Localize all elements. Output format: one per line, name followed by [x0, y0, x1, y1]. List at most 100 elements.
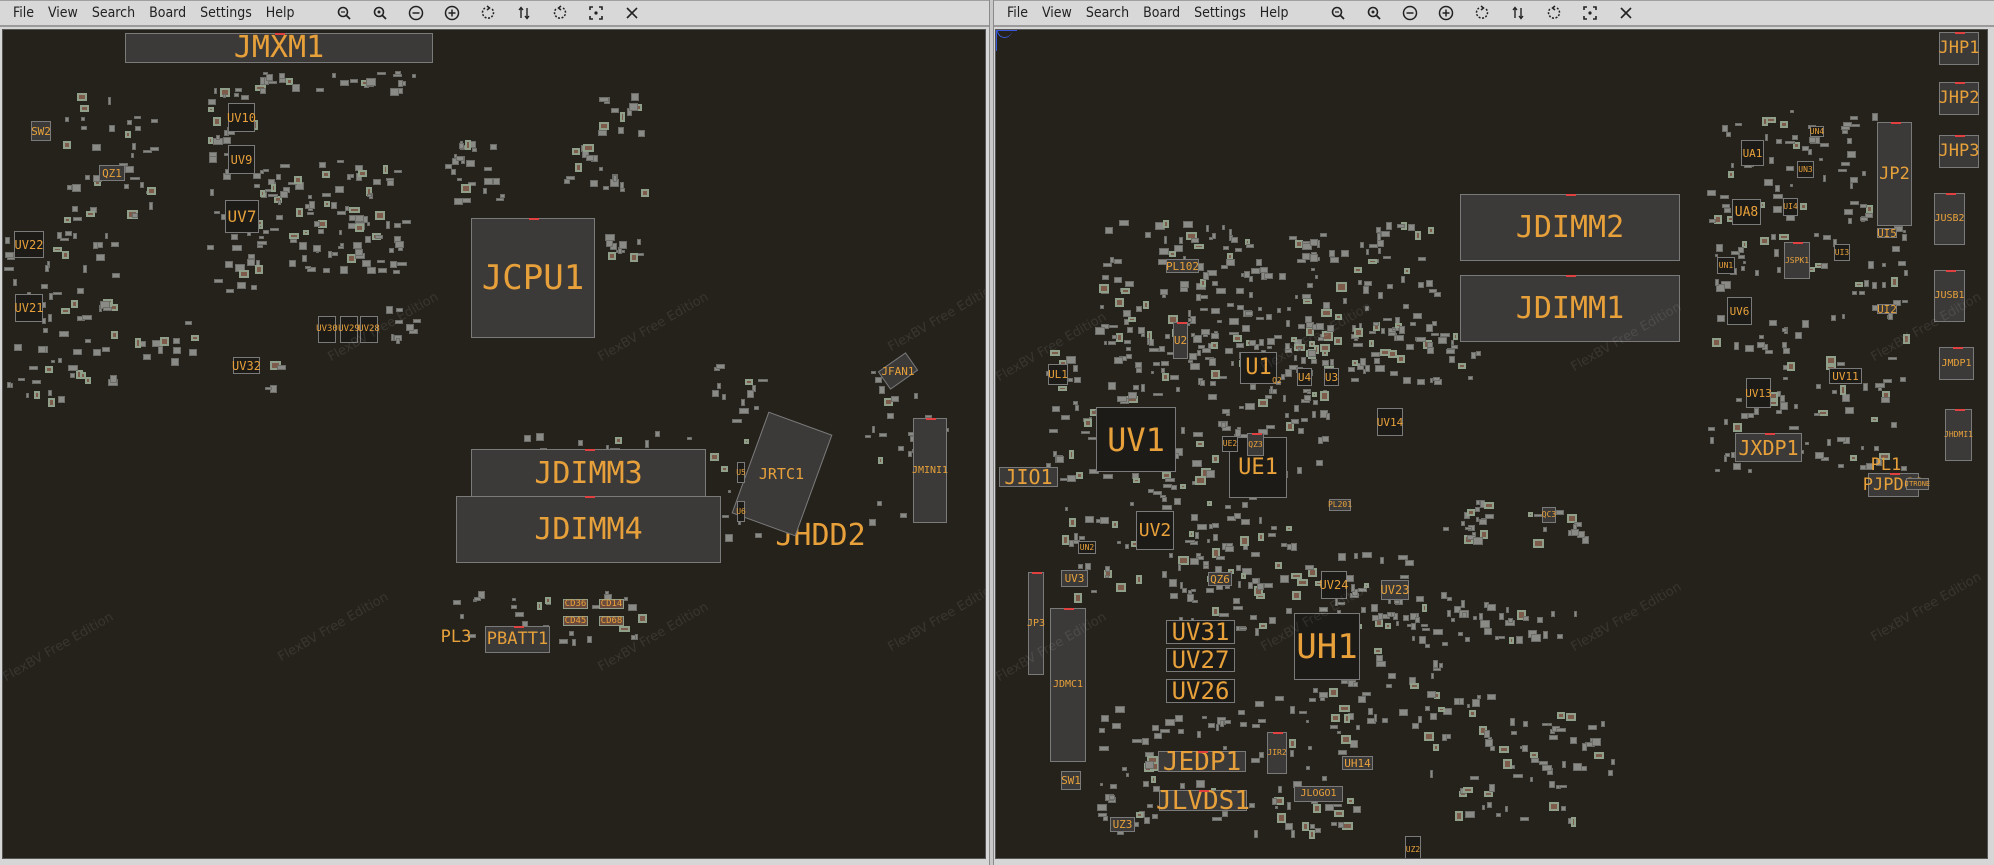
component-u4[interactable]: U4: [1297, 368, 1312, 386]
component-ue2[interactable]: UE2: [1222, 436, 1238, 452]
component-uv26[interactable]: UV26: [1166, 679, 1235, 703]
component-u2[interactable]: U2: [1173, 322, 1188, 359]
component-uv6[interactable]: UV6: [1727, 297, 1752, 325]
panel-splitter[interactable]: [989, 0, 994, 865]
component-jfan1[interactable]: JFAN1: [877, 352, 919, 390]
zoom-out-magnifier-button[interactable]: [326, 1, 362, 25]
component-pl201[interactable]: PL201: [1328, 499, 1352, 511]
flip-button[interactable]: [506, 1, 542, 25]
component-qz6[interactable]: QZ6: [1208, 572, 1232, 586]
component-uv7[interactable]: UV7: [225, 200, 259, 233]
component-jir2[interactable]: JIR2: [1267, 732, 1287, 774]
component-jhdmi1[interactable]: JHDMI1: [1944, 409, 1973, 461]
component-u3[interactable]: U3: [1324, 368, 1339, 386]
rotate-ccw-button[interactable]: [470, 1, 506, 25]
component-uv23[interactable]: UV23: [1381, 580, 1409, 600]
zoom-in-magnifier-button[interactable]: [1356, 1, 1392, 25]
component-q2[interactable]: Q2: [1271, 377, 1283, 385]
zoom-minus-circle-button[interactable]: [398, 1, 434, 25]
component-uz2[interactable]: UZ2: [1405, 836, 1421, 858]
component-ui5[interactable]: UI5: [1877, 228, 1897, 239]
component-ui3[interactable]: UI3: [1834, 244, 1850, 261]
component-uv13[interactable]: UV13: [1745, 378, 1772, 408]
component-ua1[interactable]: UA1: [1741, 140, 1764, 166]
component-uv9[interactable]: UV9: [228, 145, 255, 174]
zoom-in-magnifier-button[interactable]: [362, 1, 398, 25]
menu-file[interactable]: File: [13, 5, 34, 21]
zoom-plus-circle-button[interactable]: [434, 1, 470, 25]
component-uv21[interactable]: UV21: [15, 294, 43, 322]
component-cd36[interactable]: CD36: [563, 599, 588, 609]
component-jxdp1[interactable]: JXDP1: [1735, 433, 1802, 462]
component-jdimm1[interactable]: JDIMM1: [1460, 275, 1680, 342]
component-uv29[interactable]: UV29: [338, 316, 360, 343]
component-ui4[interactable]: UI4: [1783, 198, 1798, 216]
component-jusb2[interactable]: JUSB2: [1934, 193, 1965, 245]
component-un3[interactable]: UN3: [1797, 161, 1814, 178]
menu-board[interactable]: Board: [149, 5, 187, 21]
component-jedp1[interactable]: JEDP1: [1158, 749, 1246, 775]
component-un2[interactable]: UN2: [1078, 541, 1096, 554]
fit-view-button[interactable]: [578, 1, 614, 25]
menu-settings[interactable]: Settings: [1194, 5, 1246, 21]
menu-file[interactable]: File: [1007, 5, 1028, 21]
component-pl1[interactable]: PL1: [1868, 456, 1904, 473]
component-cd14[interactable]: CD14: [599, 599, 624, 609]
component-jdmc1[interactable]: JDMC1: [1050, 608, 1086, 762]
component-jio1[interactable]: JIO1: [999, 467, 1058, 487]
component-jdimm2[interactable]: JDIMM2: [1460, 194, 1680, 261]
component-uv24[interactable]: UV24: [1320, 571, 1348, 599]
component-jrtc1[interactable]: JRTC1: [731, 411, 833, 537]
component-cd45[interactable]: CD45: [563, 616, 588, 626]
component-pl102[interactable]: PL102: [1166, 259, 1199, 273]
component-jtrone[interactable]: JTRONE: [1905, 478, 1930, 490]
menu-view[interactable]: View: [47, 5, 78, 21]
component-uz3[interactable]: UZ3: [1110, 817, 1135, 832]
component-ul1[interactable]: UL1: [1048, 364, 1068, 385]
component-uv14[interactable]: UV14: [1377, 408, 1403, 436]
component-sw2[interactable]: SW2: [31, 121, 51, 141]
menu-help[interactable]: Help: [265, 5, 295, 21]
menu-search[interactable]: Search: [1085, 5, 1130, 21]
zoom-minus-circle-button[interactable]: [1392, 1, 1428, 25]
component-qz3[interactable]: QZ3: [1247, 433, 1264, 456]
component-qc3[interactable]: QC3: [1542, 507, 1556, 523]
component-sw1[interactable]: SW1: [1061, 771, 1081, 790]
component-jmdp1[interactable]: JMDP1: [1939, 347, 1974, 380]
component-uh1[interactable]: UH1: [1294, 613, 1360, 680]
component-uv32[interactable]: UV32: [232, 357, 261, 374]
component-jhp1[interactable]: JHP1: [1939, 32, 1979, 65]
component-uv27[interactable]: UV27: [1166, 648, 1235, 672]
component-un1[interactable]: UN1: [1717, 257, 1735, 274]
zoom-plus-circle-button[interactable]: [1428, 1, 1464, 25]
rotate-ccw-button[interactable]: [1464, 1, 1500, 25]
zoom-out-magnifier-button[interactable]: [1320, 1, 1356, 25]
fit-view-button[interactable]: [1572, 1, 1608, 25]
component-uh14[interactable]: UH14: [1342, 756, 1373, 770]
component-uv2[interactable]: UV2: [1136, 511, 1174, 550]
flip-button[interactable]: [1500, 1, 1536, 25]
component-uv28[interactable]: UV28: [358, 316, 380, 343]
menu-search[interactable]: Search: [91, 5, 136, 21]
menu-view[interactable]: View: [1041, 5, 1072, 21]
component-jhp3[interactable]: JHP3: [1939, 135, 1979, 168]
close-button[interactable]: [614, 1, 650, 25]
component-qz1[interactable]: QZ1: [99, 165, 125, 181]
close-button[interactable]: [1608, 1, 1644, 25]
rotate-cw-button[interactable]: [1536, 1, 1572, 25]
component-pbatt1[interactable]: PBATT1: [485, 626, 550, 653]
component-uv3[interactable]: UV3: [1061, 570, 1088, 587]
component-jhp2[interactable]: JHP2: [1939, 82, 1979, 115]
component-jp3[interactable]: JP3: [1027, 572, 1045, 675]
component-jusb1[interactable]: JUSB1: [1934, 270, 1965, 322]
rotate-cw-button[interactable]: [542, 1, 578, 25]
component-jspk1[interactable]: JSPK1: [1784, 242, 1810, 279]
component-jlogo1[interactable]: JLOGO1: [1294, 786, 1343, 802]
component-jlvds1[interactable]: JLVDS1: [1156, 788, 1250, 814]
component-jhdd2[interactable]: JHDD2: [745, 521, 896, 551]
component-uv11[interactable]: UV11: [1829, 368, 1862, 384]
component-pl3[interactable]: PL3: [441, 628, 472, 645]
component-uv1[interactable]: UV1: [1096, 407, 1176, 472]
component-un4[interactable]: UN4: [1810, 126, 1824, 137]
